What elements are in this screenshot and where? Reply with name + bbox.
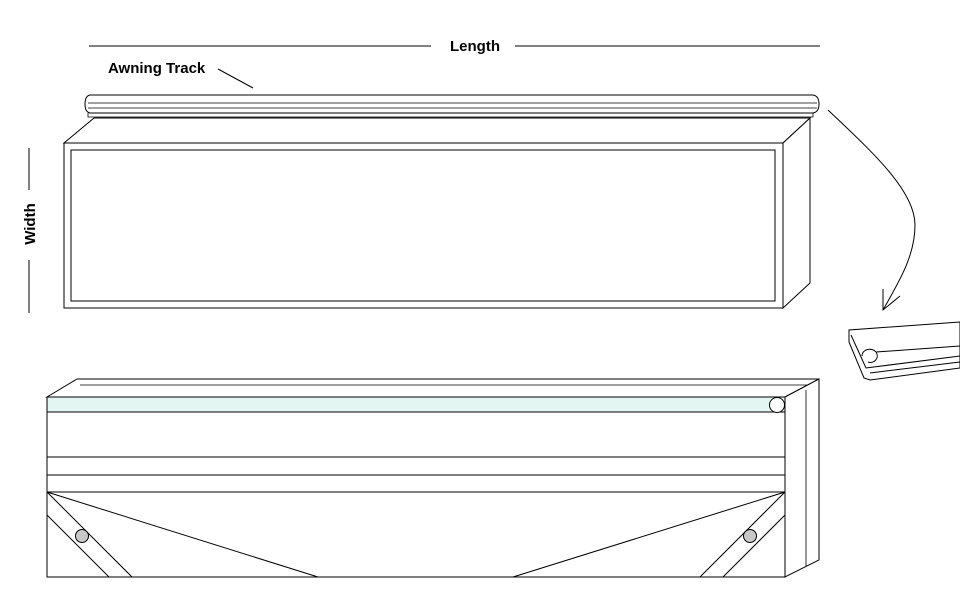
profile-outer: [848, 321, 960, 381]
top-view-front-face: [63, 142, 784, 309]
bottom-view-box: [45, 378, 820, 578]
right-bolt-icon: [743, 529, 757, 543]
width-label: Width: [22, 203, 39, 245]
bottom-view-awning-track: [46, 396, 786, 413]
top-view-side-face: [782, 116, 811, 310]
right-bracket-edge-1: [722, 514, 786, 578]
arrow-head-icon: [882, 289, 901, 312]
top-view-inner-panel: [70, 149, 776, 302]
width-dimension: Width: [22, 148, 39, 313]
top-view-awning-track: [84, 94, 820, 118]
length-dimension: Length: [89, 38, 820, 55]
awning-track-label: Awning Track: [108, 60, 206, 77]
length-label: Length: [450, 38, 500, 55]
bottom-view-lid-top: [45, 378, 820, 398]
callout-curve: [827, 109, 916, 311]
track-profile-detail: [848, 321, 960, 381]
bottom-view-front-face: [46, 396, 786, 578]
awning-track-leader-line: [217, 68, 254, 89]
left-bracket-edge-2: [46, 491, 133, 578]
top-view-box: [62, 116, 812, 310]
awning-track-callout: Awning Track: [108, 60, 254, 89]
awning-track-rail-base: [87, 113, 814, 118]
track-end-cap-icon: [769, 397, 785, 413]
cover-diagonal-left: [46, 491, 319, 578]
left-bracket-edge-1: [46, 514, 110, 578]
right-bracket-edge-2: [699, 491, 786, 578]
left-bolt-icon: [75, 529, 89, 543]
cover-diagonal-right: [512, 491, 786, 578]
profile-inner-edge: [850, 334, 960, 369]
bottom-view-side-face: [784, 378, 820, 578]
awning-track-rail: [84, 94, 820, 114]
profile-lip: [869, 361, 960, 374]
top-view-bevel-top: [62, 117, 812, 144]
detail-callout-arrow: [827, 109, 916, 312]
profile-channel-line: [875, 345, 960, 353]
